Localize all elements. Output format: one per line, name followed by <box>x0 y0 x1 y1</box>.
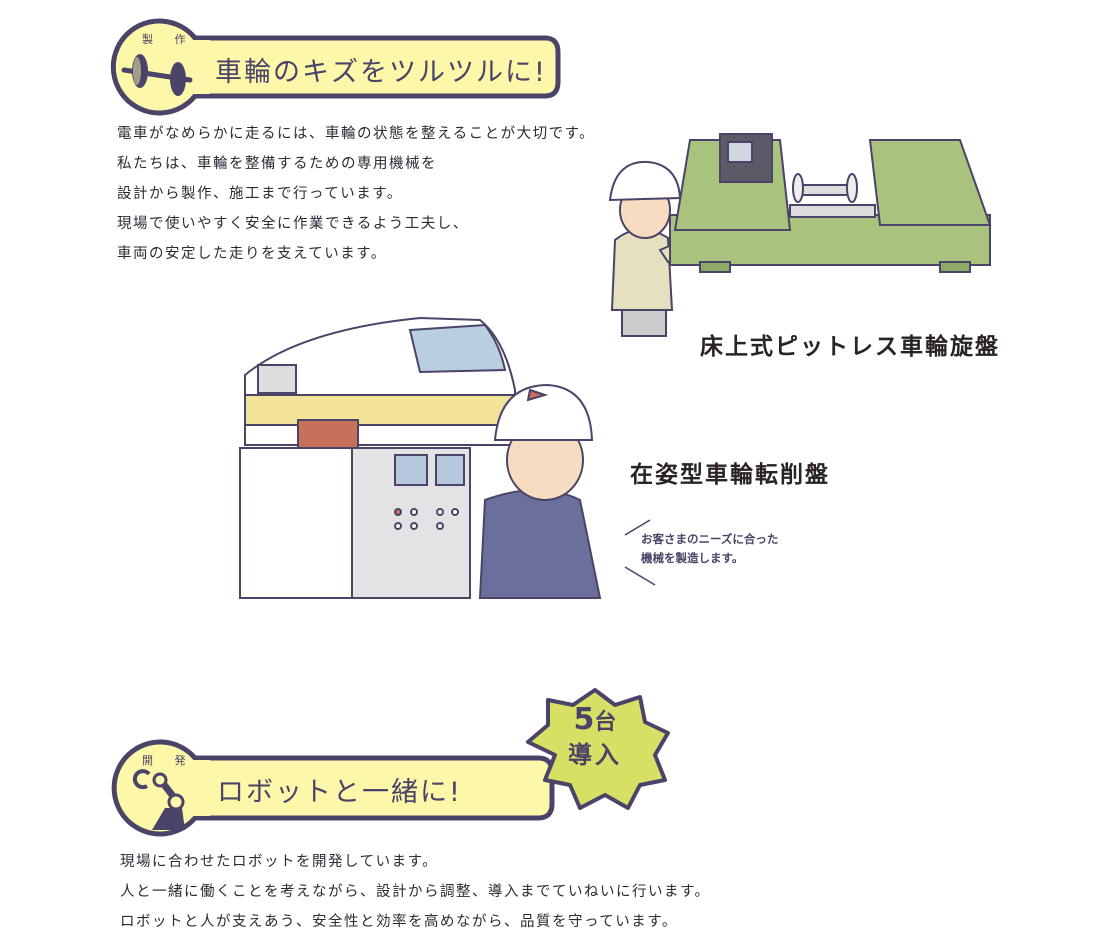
badge: 5台 導入 <box>560 702 630 770</box>
worker-illustration <box>608 160 732 337</box>
train-illustration <box>239 316 516 599</box>
paragraph-line: 車両の安定した走りを支えています。 <box>117 246 387 262</box>
pitless-wheel-lathe-illustration <box>669 133 992 273</box>
machine2-caption: 在姿型車輪転削盤 <box>630 462 830 488</box>
speech-line: お客さまのニーズに合った <box>641 532 779 546</box>
machine1-caption: 床上式ピットレス車輪旋盤 <box>700 334 1000 360</box>
section1-paragraph: 電車がなめらかに走るには、車輪の状態を整えることが大切です。 私たちは、車輪を整… <box>117 119 595 269</box>
speech-line: 機械を製造します。 <box>641 551 744 565</box>
badge-number: 5 <box>573 702 595 737</box>
badge-unit: 台 <box>594 710 617 735</box>
control-panel-illustration <box>351 447 471 599</box>
section1-banner <box>110 18 561 116</box>
paragraph-line: 人と一緒に働くことを考えながら、設計から調整、導入までていねいに行います。 <box>120 884 711 900</box>
section1-category-label: 製 作 <box>142 33 195 46</box>
section1-title: 車輪のキズをツルツルに! <box>215 57 547 88</box>
speech-text: お客さまのニーズに合った 機械を製造します。 <box>641 530 778 568</box>
operator-illustration <box>478 383 602 599</box>
paragraph-line: ロボットと人が支えあう、安全性と効率を高めながら、品質を守っています。 <box>120 914 678 930</box>
section2-category-label: 開 発 <box>142 754 195 767</box>
badge-text-label: 導入 <box>568 741 622 769</box>
section2-paragraph: 現場に合わせたロボットを開発しています。 人と一緒に働くことを考えながら、設計か… <box>120 847 711 937</box>
wheelset-icon <box>121 54 193 96</box>
paragraph-line: 電車がなめらかに走るには、車輪の状態を整えることが大切です。 <box>117 126 596 142</box>
badge-burst <box>526 688 670 810</box>
speech-lines <box>624 519 656 586</box>
paragraph-line: 現場で使いやすく安全に作業できるよう工夫し、 <box>117 216 469 232</box>
robot-arm-icon <box>132 769 185 830</box>
section2-title: ロボットと一緒に! <box>217 777 462 808</box>
paragraph-line: 私たちは、車輪を整備するための専用機械を <box>117 156 437 172</box>
paragraph-line: 現場に合わせたロボットを開発しています。 <box>120 854 439 870</box>
paragraph-line: 設計から製作、施工まで行っています。 <box>117 186 403 202</box>
